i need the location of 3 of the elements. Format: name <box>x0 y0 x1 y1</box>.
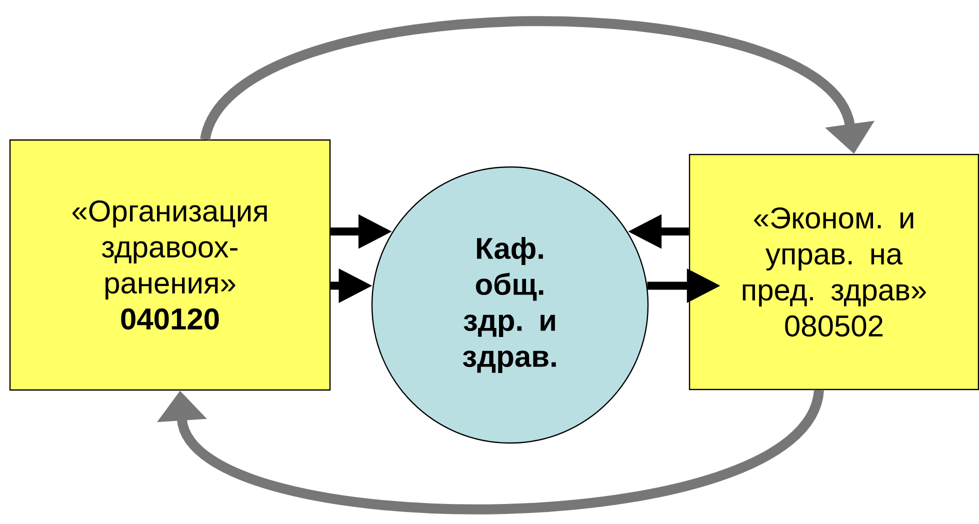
process-box: «Организация здравоох-ранения» 040120 <box>9 139 331 391</box>
process-box: «Эконом. и управ. на пред. здрав» 080502 <box>688 154 979 390</box>
curved-arrow <box>157 388 824 514</box>
